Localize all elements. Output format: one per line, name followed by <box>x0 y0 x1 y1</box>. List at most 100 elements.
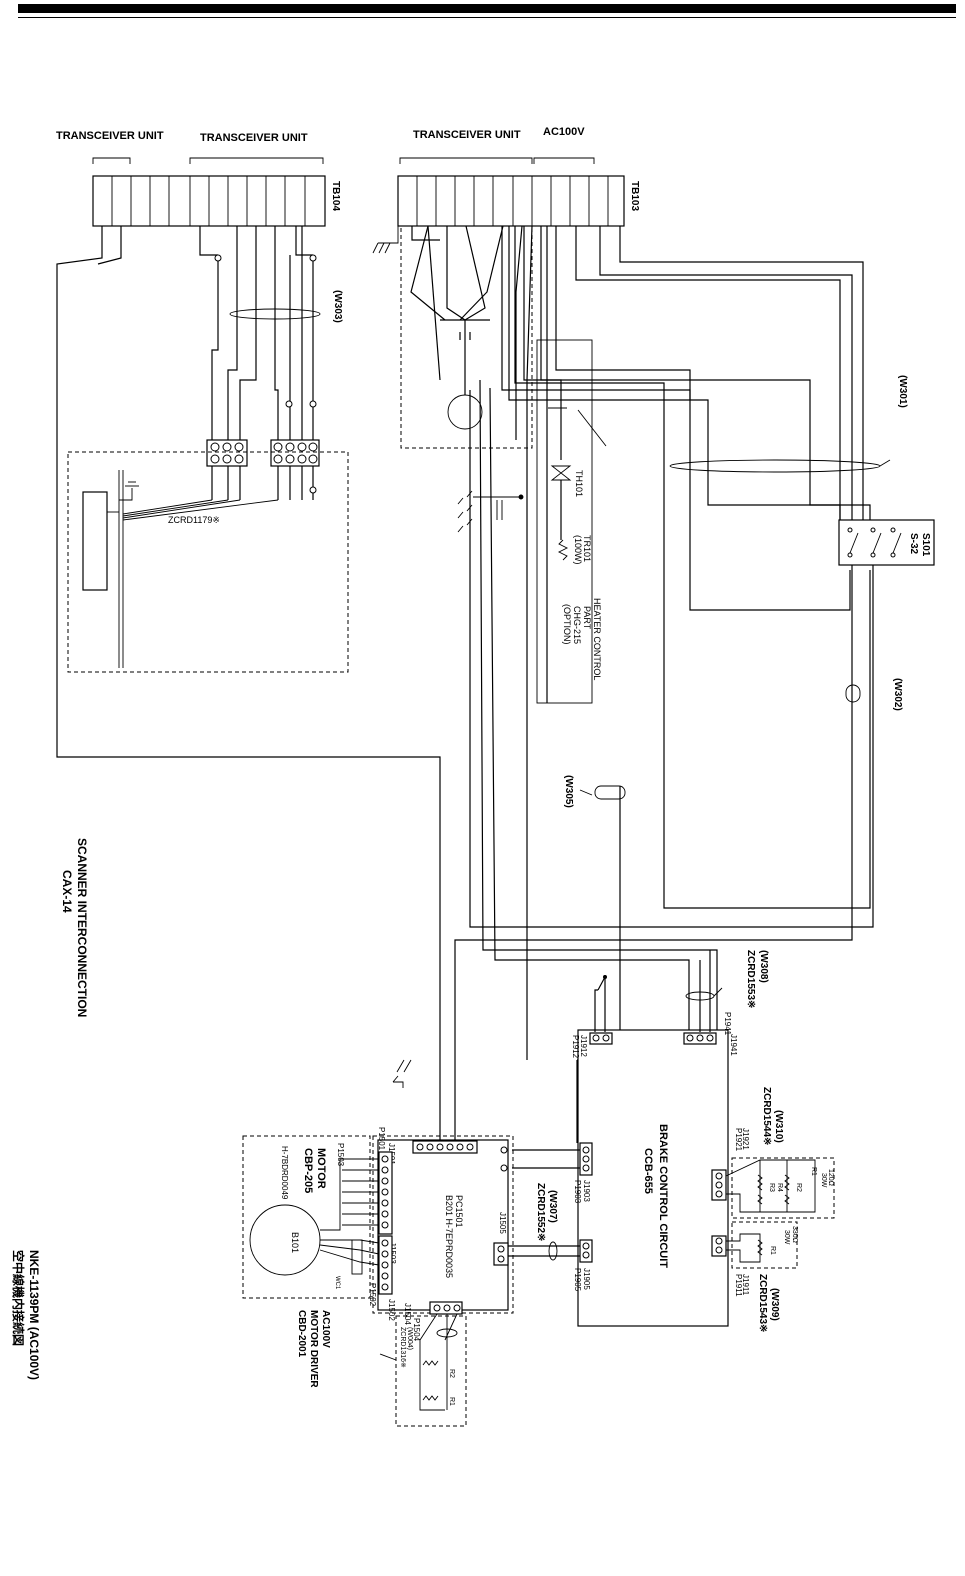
p1501-label: P1501 <box>377 1127 386 1151</box>
j1503-connector <box>378 1151 393 1235</box>
j1505-connector <box>493 1242 509 1266</box>
w303-bundle <box>229 308 321 320</box>
driver-resistor-wiring <box>419 1313 458 1411</box>
w305-bundle <box>594 785 626 800</box>
switch-s101 <box>838 519 935 566</box>
pcb-label: PC1501 <box>454 1195 464 1228</box>
j1903-connector <box>579 1142 593 1176</box>
motor-part: H-7BDRD0049 <box>280 1146 289 1200</box>
p1941-label: P1941 <box>723 1012 732 1036</box>
fan-motor-enclosure <box>400 225 533 449</box>
heater-option: (OPTION) <box>562 604 572 645</box>
resistor-b-symbol <box>757 1239 763 1256</box>
rotary-joint-enclosure <box>67 451 349 673</box>
j1501-connector <box>412 1140 478 1154</box>
resistor-bank-a-wiring <box>725 1159 816 1213</box>
title-line2: CAX-14 <box>60 870 74 913</box>
j1921-connector <box>711 1169 727 1201</box>
w302-label: (W302) <box>892 678 903 711</box>
p1502-label: P1502 <box>368 1283 377 1307</box>
tb103-cable-runs <box>454 225 874 1140</box>
w004-bundle <box>436 1328 458 1338</box>
p1504-label: P1504 <box>412 1318 421 1342</box>
res-b-r1: R1 <box>769 1246 776 1255</box>
j1502-label: J1502 <box>387 1299 396 1321</box>
bracket-tu2 <box>189 157 324 164</box>
wc1-label: WC1 <box>334 1276 340 1290</box>
motor-cable-shield <box>351 1239 363 1275</box>
bracket-tu1 <box>92 157 131 164</box>
fan-motor-wiring <box>410 225 523 440</box>
res-a-r1: R1 <box>810 1167 817 1176</box>
j1941-connector <box>683 1032 717 1045</box>
w308-code: ZCRD1553※ <box>745 950 756 1008</box>
res-b-value: 330Ω <box>791 1226 798 1243</box>
motor-symbol <box>249 1204 321 1276</box>
w308-leader <box>713 987 723 997</box>
title-line1: SCANNER INTERCONNECTION <box>75 838 89 1017</box>
driver-resistor-enclosure <box>395 1315 467 1427</box>
transceiver-unit-label-3: TRANSCEIVER UNIT <box>413 129 521 141</box>
p1903-label: P1903 <box>573 1180 582 1204</box>
heater-part: PART <box>582 606 592 630</box>
j1911-connector <box>711 1235 727 1257</box>
j1912-connector <box>589 1032 613 1045</box>
motor-ref: B101 <box>290 1232 300 1253</box>
header-rule-thin <box>18 17 956 18</box>
j1941-label: J1941 <box>729 1034 738 1056</box>
w302-bundle <box>845 684 861 703</box>
resistor-bank-b-wiring <box>726 1233 761 1263</box>
heater-model: CHG-215 <box>572 606 582 644</box>
w308-label: (W308) <box>758 950 769 983</box>
rotary-joint-shaft <box>107 470 279 668</box>
heater-title: HEATER CONTROL <box>592 598 602 680</box>
driver-r1-label: R1 <box>448 1397 455 1406</box>
res-a-value: 120Ω <box>827 1169 834 1186</box>
p1503-label: P1503 <box>336 1143 345 1167</box>
terminal-block-tb103 <box>397 175 625 227</box>
res-b-rating: 30W <box>783 1230 790 1245</box>
res-a-rating: 30W <box>820 1173 827 1188</box>
th101-label: TH101 <box>574 470 584 497</box>
resistor-bank-b <box>731 1221 798 1269</box>
tb104-label: TB104 <box>330 181 341 211</box>
p1921-label: P1921 <box>734 1128 743 1152</box>
j1912-label: J1912 <box>579 1035 588 1057</box>
resistor-bank-a <box>731 1157 835 1219</box>
j1903-run <box>512 1149 580 1169</box>
driver-line2: MOTOR DRIVER <box>308 1310 319 1388</box>
j1921-label: J1921 <box>741 1128 750 1150</box>
brake-model: CCB-655 <box>642 1148 654 1194</box>
w301-label: (W301) <box>897 375 908 408</box>
brake-title: BRAKE CONTROL CIRCUIT <box>657 1124 669 1268</box>
res-a-r4: R4 <box>776 1183 783 1192</box>
capacitor-ground <box>457 490 524 533</box>
s101-ref: S101 <box>920 533 931 557</box>
p1905-label: P1905 <box>573 1268 582 1292</box>
tb103-ground <box>372 226 399 254</box>
fan-motor-icon <box>447 394 483 430</box>
j1504-connector <box>429 1301 463 1315</box>
driver-r2-label: R2 <box>448 1369 455 1378</box>
w307-run <box>508 1245 580 1257</box>
terminal-block-tb104 <box>92 175 326 227</box>
w309-code: ZCRD1543※ <box>757 1274 768 1332</box>
j1911-label: J1911 <box>741 1274 750 1296</box>
model-title-line1: NKE-1139PM (AC100V) <box>27 1250 41 1380</box>
motor-title: MOTOR <box>315 1148 327 1189</box>
tb104-wiring <box>56 226 441 1140</box>
transceiver-unit-label-1: TRANSCEIVER UNIT <box>56 130 164 142</box>
w305-run <box>577 786 621 1061</box>
zcrd1179-label: ZCRD1179※ <box>168 515 220 525</box>
w308-run <box>699 950 711 1032</box>
motor-model: CBP-205 <box>302 1148 314 1193</box>
transceiver-unit-label-2: TRANSCEIVER UNIT <box>200 132 308 144</box>
driver-line1: AC100V <box>320 1310 331 1348</box>
brake-control-board <box>577 1029 729 1327</box>
tb104-connectors <box>206 439 320 467</box>
p1912-label: P1912 <box>571 1035 580 1059</box>
s101-model: S-32 <box>908 533 919 555</box>
j1502-connector <box>378 1235 393 1295</box>
w303-label: (W303) <box>332 290 343 323</box>
